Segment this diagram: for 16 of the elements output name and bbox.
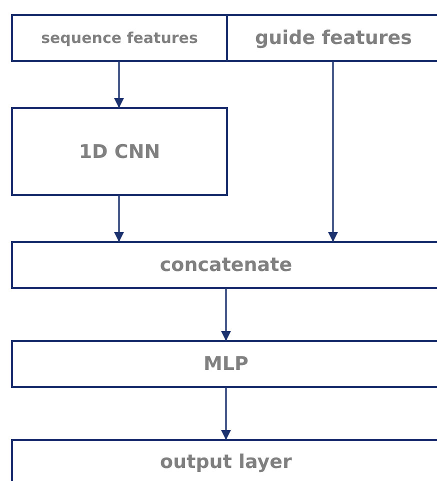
process-box	[11, 340, 437, 388]
box-label: 1D CNN	[78, 140, 160, 162]
box-label: concatenate	[160, 254, 292, 276]
arrow	[221, 388, 231, 440]
process-box	[11, 107, 228, 196]
process-box	[226, 14, 437, 62]
process-box	[11, 14, 228, 62]
arrow	[114, 62, 124, 108]
arrow	[221, 289, 231, 341]
box-label: sequence features	[41, 29, 198, 47]
process-box	[11, 241, 437, 289]
arrow	[328, 62, 338, 242]
box-label: output layer	[160, 451, 292, 473]
box-label: MLP	[204, 353, 248, 375]
box-label: guide features	[255, 27, 412, 49]
arrow	[114, 196, 124, 242]
